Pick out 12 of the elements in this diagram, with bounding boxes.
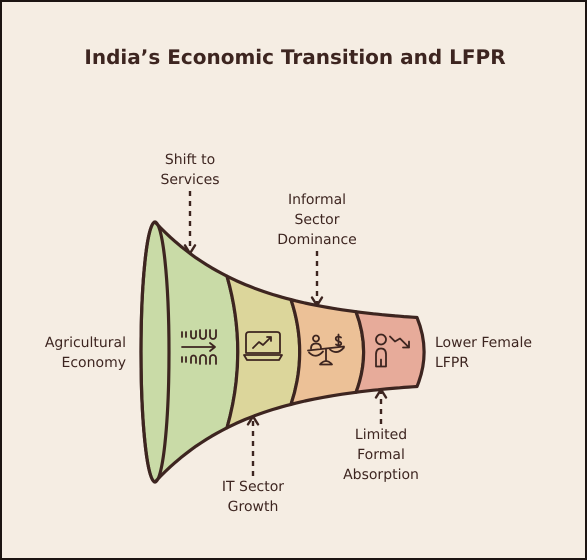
leader-arrow [310,251,324,307]
leader-arrow [184,191,196,255]
leader-arrow [374,388,388,424]
callout-label: IT Sector Growth [216,477,290,517]
stage-label: Agricultural Economy [44,334,126,373]
funnel-segment [354,310,426,394]
callout-label: Shift to Services [154,150,226,190]
diagram-title: India’s Economic Transition and LFPR [84,44,506,70]
callout-label: Limited Formal Absorption [343,425,419,485]
leader-arrow [246,415,260,476]
callout-label: Informal Sector Dominance [277,190,357,250]
stage-label: Lower Female LFPR [435,334,534,373]
